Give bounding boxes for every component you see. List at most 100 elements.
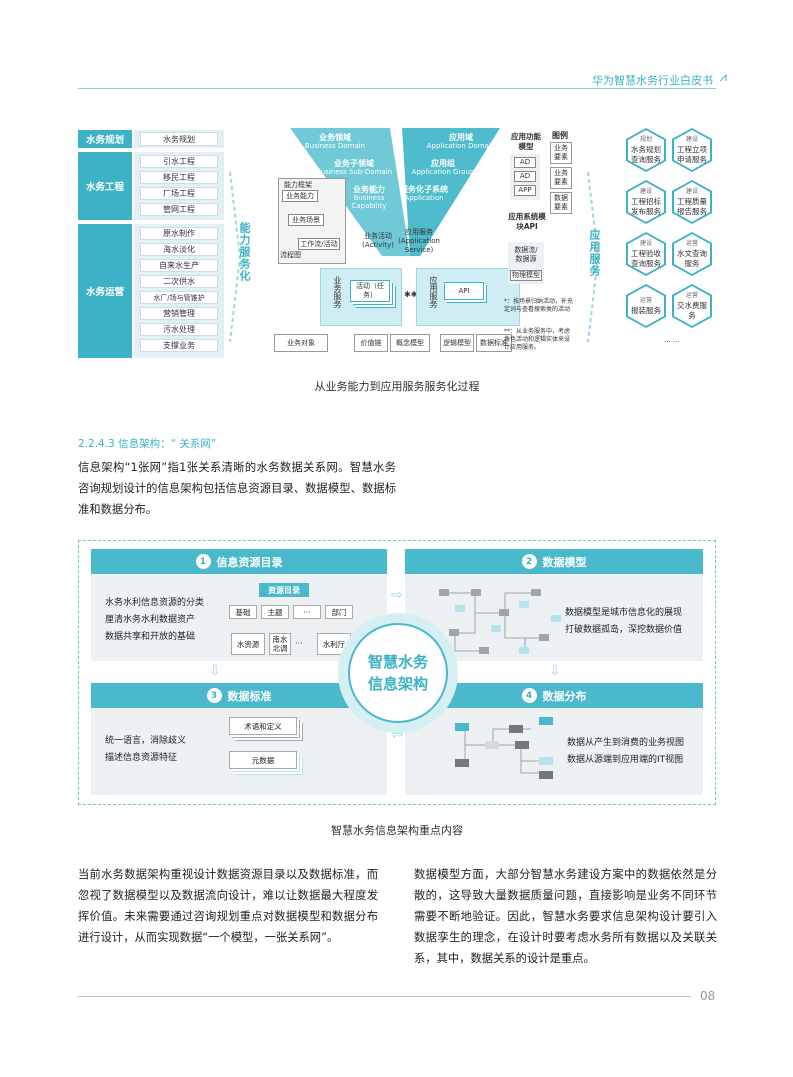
arrow-down-icon: ⇩	[549, 663, 561, 679]
bottom-box-concept-model: 概念模型	[390, 334, 430, 352]
app-func-item: AD	[514, 157, 536, 168]
legend-item: 数据要素	[550, 192, 572, 214]
category-item: 二次供水	[140, 275, 218, 288]
body-left-paragraph: 当前水务数据架构重视设计数据资源目录以及数据标准，而忽视了数据模型以及数据流向设…	[78, 868, 378, 944]
catalog-header: 资源目录	[259, 583, 309, 597]
bottom-box-data-standard: 数据标准	[476, 334, 512, 352]
legend-item: 业务要素	[550, 167, 572, 189]
app-service-side-label: 应用服务	[588, 229, 601, 277]
header-title: 华为智慧水务行业白皮书	[592, 74, 713, 87]
data-model-network-icon	[439, 589, 561, 654]
service-hex: 建设工程验收查询服务	[626, 232, 666, 276]
category-item: 支撑业务	[140, 339, 218, 352]
center-title: 智慧水务信息架构	[348, 623, 448, 723]
catalog-cell: ···	[293, 605, 321, 619]
intro-paragraph: 信息架构“1张网”指1张关系清晰的水务数据关系网。智慧水务咨询规划设计的信息架构…	[78, 461, 396, 516]
category-item: 管网工程	[140, 203, 218, 216]
figure-service-process: 水务规划 水务规划 水务工程 引水工程 移民工程 厂场工程 管网工程 水务运营 …	[78, 122, 718, 367]
app-service-arrow-icon	[587, 172, 600, 342]
service-hex: 建设工程立项申请服务	[672, 128, 712, 172]
capability-frame-label: 能力框架	[284, 181, 312, 189]
category-label: 水务运营	[78, 224, 132, 358]
catalog-cell: ···	[295, 639, 303, 648]
capability-service-label: 能力服务化	[238, 222, 251, 282]
catalog-cell: 部门	[325, 605, 353, 619]
panel-text: 数据从产生到消费的业务视图数据从源端到应用端的IT视图	[567, 738, 685, 765]
activity-task-box: 活动（任务）	[350, 280, 390, 302]
figure1-caption: 从业务能力到应用服务服务化过程	[314, 380, 480, 393]
app-service-box: 应用服务(Application Service)	[398, 227, 440, 254]
catalog-cell: 主题	[261, 605, 289, 619]
footer-divider	[78, 996, 691, 997]
app-func-item: AD	[514, 171, 536, 182]
center-circle: 智慧水务信息架构	[338, 613, 458, 733]
panel-text: 数据模型是城市信息化的展现打破数据孤岛，深挖数据价值	[565, 608, 683, 635]
workflow-box: 工作流/活动	[298, 238, 340, 250]
app-service-label: 应用服务	[429, 276, 438, 308]
sys-module-title: 应用系统模块API	[508, 212, 546, 231]
api-box: API	[444, 282, 484, 300]
category-item: 水务规划	[140, 132, 218, 146]
biz-scene-box: 业务场景	[288, 214, 324, 226]
service-hex: 运营报装服务	[626, 284, 666, 328]
category-item: 移民工程	[140, 171, 218, 184]
legend-item: 业务要素	[550, 142, 572, 164]
service-hex: 运营交水费服务	[672, 284, 712, 328]
data-flow-box: 数据流/数据源	[514, 246, 538, 263]
app-func-note: **：从业务服务中，考虑角色活动和逻辑实体来设计应用服务。	[504, 328, 571, 351]
catalog-cell: 南水北调	[269, 633, 291, 655]
service-hex: 建设工程招标发布服务	[626, 180, 666, 224]
link-dots: ✱✱	[404, 290, 418, 299]
capability-arrow-icon	[229, 172, 242, 342]
bottom-box-value-chain: 价值链	[354, 334, 388, 352]
section-heading: 2.2.4.3 信息架构：“ 关系网”	[78, 438, 217, 450]
bottom-box-logic-model: 逻辑模型	[440, 334, 474, 352]
bottom-box-biz-object: 业务对象	[274, 334, 328, 352]
category-item: 自来水生产	[140, 259, 218, 272]
category-item: 厂场工程	[140, 187, 218, 200]
activity-box: 业务活动(Activity)	[362, 232, 394, 249]
category-item: 原水制作	[140, 227, 218, 240]
biz-capability-box: 业务能力	[282, 190, 318, 202]
category-label: 水务工程	[78, 152, 132, 220]
service-hex: 建设工程质量报告服务	[672, 180, 712, 224]
arrow-left-icon: ⇦	[391, 727, 403, 743]
app-func-item: APP	[514, 185, 536, 196]
header-divider	[78, 88, 716, 89]
arrow-down-icon: ⇩	[209, 663, 221, 679]
category-item: 污水处理	[140, 323, 218, 336]
category-item: 引水工程	[140, 155, 218, 168]
panel-text: 水务水利信息资源的分类厘清水务水利数据资产数据共享和开放的基础	[105, 598, 205, 642]
service-hex: 运营水文查询服务	[672, 232, 712, 276]
catalog-cell: 水资源	[231, 633, 265, 655]
page-number: 08	[700, 989, 716, 1003]
standard-metadata-box: 元数据	[229, 751, 297, 769]
biz-service-label: 业务服务	[333, 276, 342, 308]
v-diagram	[290, 128, 500, 256]
app-func-title: 应用功能模型	[511, 132, 541, 151]
category-item: 海水淡化	[140, 243, 218, 256]
body-right-paragraph: 数据模型方面，大部分智慧水务建设方案中的数据依然是分散的，这导致大量数据质量问题…	[414, 868, 717, 965]
header-logo-icon: ⩘	[719, 70, 727, 85]
category-item: 营销管理	[140, 307, 218, 320]
category-item: 水厂/场与管锥护	[140, 291, 218, 304]
service-hex: 规划水务规划查询服务	[626, 128, 666, 172]
flowchart-label: 流程图	[280, 251, 301, 259]
category-label: 水务规划	[78, 130, 132, 148]
legend-title: 图例	[552, 131, 568, 140]
phys-model-box: 物理模型	[510, 270, 542, 281]
